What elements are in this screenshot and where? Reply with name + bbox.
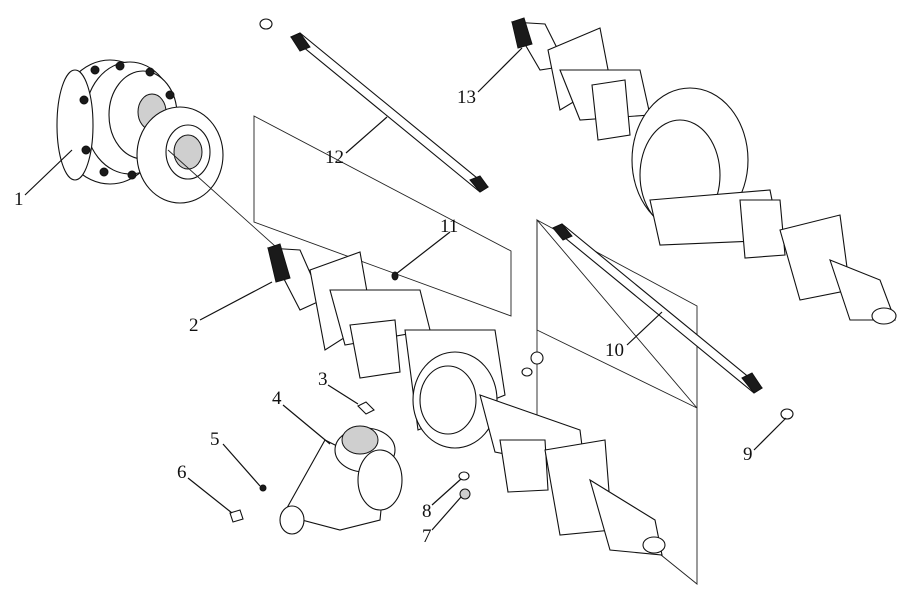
leader-2 (199, 281, 273, 321)
callout-4: 4 (272, 388, 282, 409)
leader-5 (222, 443, 261, 487)
washer-part-upper (521, 367, 533, 377)
plug-part-7 (459, 488, 471, 500)
leader-6 (187, 477, 233, 514)
differential-assembly (279, 425, 403, 535)
callout-1: 1 (14, 189, 24, 210)
group-frame-lower (536, 219, 698, 585)
group-frame-right (536, 218, 698, 409)
callout-2: 2 (189, 315, 199, 336)
leader-1 (24, 149, 73, 196)
leader-12 (345, 116, 388, 154)
axle-housing-assembled (511, 17, 897, 325)
callout-3: 3 (318, 369, 328, 390)
callout-6: 6 (177, 462, 187, 483)
hub-axis-line (167, 149, 286, 256)
leader-8 (431, 478, 462, 506)
leader-7 (431, 496, 462, 531)
brake-drum (136, 106, 224, 204)
group-frame-upper (253, 115, 512, 317)
callout-10: 10 (605, 340, 624, 361)
callout-11: 11 (440, 216, 458, 237)
callout-9: 9 (743, 444, 753, 465)
half-shaft-upper (259, 18, 489, 193)
washer-part-5 (259, 484, 267, 492)
callout-7: 7 (422, 526, 432, 547)
washer-part-8 (458, 471, 470, 481)
leader-10 (626, 311, 663, 346)
bolt-part-6 (229, 509, 244, 523)
leader-lines (24, 47, 787, 531)
plug-part-upper (530, 351, 544, 365)
axle-housing-exploded (267, 243, 666, 556)
callout-12: 12 (325, 147, 344, 168)
leader-4 (282, 404, 331, 445)
leader-3 (327, 384, 359, 405)
bolt-part-3 (357, 401, 375, 415)
half-shaft-lower (551, 223, 794, 420)
leader-11 (395, 231, 451, 275)
callout-5: 5 (210, 429, 220, 450)
leader-13 (477, 47, 523, 93)
callout-8: 8 (422, 501, 432, 522)
callout-13: 13 (457, 87, 476, 108)
leader-9 (753, 417, 787, 451)
